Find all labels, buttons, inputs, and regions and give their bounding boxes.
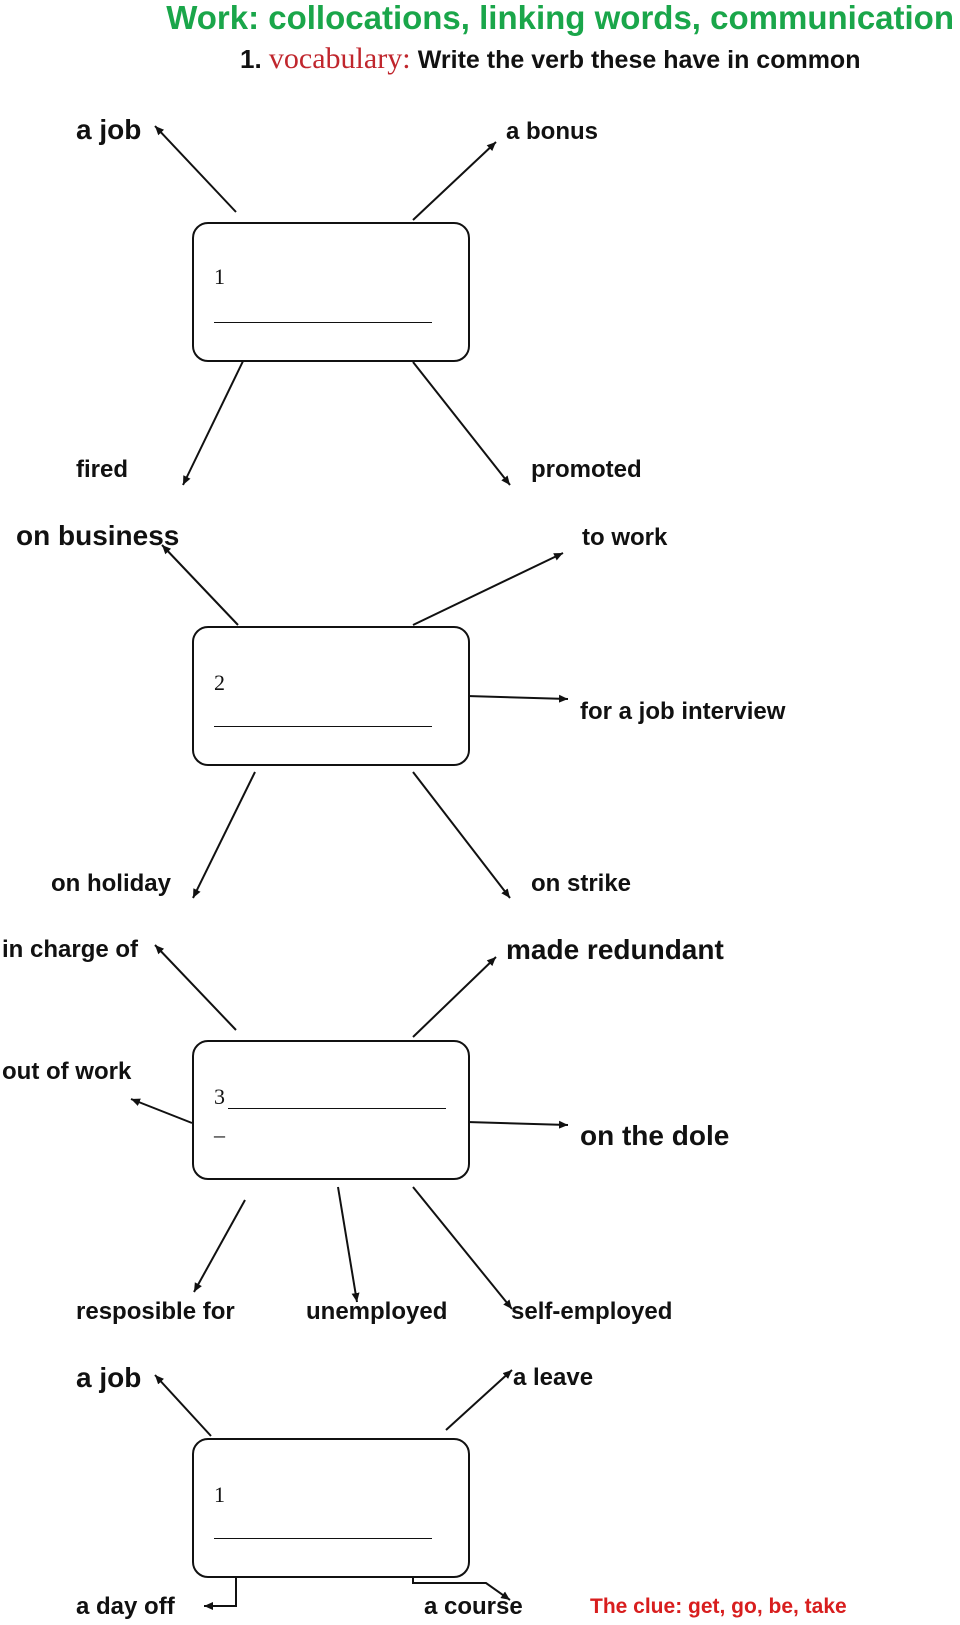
arrow-a-job-2 [154,1374,212,1437]
arrow-on-holiday [192,771,256,899]
box-1-number: 1 [214,264,225,289]
arrow-unemployed [337,1186,360,1303]
arrow-a-job [154,125,237,213]
label-on-business: on business [16,520,180,551]
label-a-job-2: a job [76,1362,142,1393]
arrow-out-of-work [130,1098,193,1124]
answer-blank-3[interactable] [228,1086,446,1109]
label-to-work: to work [582,524,668,551]
section-label: vocabulary: [268,42,411,75]
label-on-the-dole: on the dole [580,1120,730,1151]
arrow-promoted [412,361,511,486]
arrow-made-redundant [412,956,497,1038]
arrow-a-leave [445,1369,513,1431]
answer-blank-2[interactable] [214,704,432,727]
answer-blank-1[interactable] [214,300,432,323]
box-3-number: 3 [214,1084,225,1109]
arrow-in-charge-of [154,944,237,1031]
label-unemployed: unemployed [306,1298,448,1325]
answer-blank-4[interactable] [214,1516,432,1539]
label-a-bonus: a bonus [506,118,599,145]
arrow-resposible-for [193,1199,246,1293]
label-made-redundant: made redundant [506,934,724,965]
clue-text: The clue: get, go, be, take [590,1595,847,1618]
box-4-number: 1 [214,1482,225,1507]
arrow-a-day-off [204,1578,237,1610]
arrow-self-employed [412,1186,513,1310]
answer-box-1 [192,222,470,362]
instruction-text: Write the verb these have in common [417,46,861,74]
label-a-course: a course [424,1593,523,1620]
arrow-on-business [161,544,239,626]
label-for-a-job-interview: for a job interview [580,698,786,725]
instruction-line: 1. vocabulary: Write the verb these have… [240,44,860,75]
box-2-number: 2 [214,670,225,695]
arrow-for-a-job-interview [466,694,569,703]
label-on-holiday: on holiday [51,870,171,897]
answer-box-4 [192,1438,470,1578]
label-a-leave: a leave [513,1364,594,1391]
arrow-a-bonus [412,141,497,221]
answer-box-2 [192,626,470,766]
page-title: Work: collocations, linking words, commu… [166,0,954,36]
arrow-fired [182,356,246,486]
label-resposible-for: resposible for [76,1298,235,1325]
box-3-dash: – [214,1122,225,1147]
arrow-a-course [412,1578,511,1601]
arrow-on-the-dole [466,1120,569,1129]
label-promoted: promoted [531,456,642,483]
arrow-to-work [412,552,564,626]
label-on-strike: on strike [531,870,632,897]
label-a-job: a job [76,114,142,145]
label-out-of-work: out of work [2,1058,132,1085]
answer-box-3 [192,1040,470,1180]
label-a-day-off: a day off [76,1593,175,1620]
label-in-charge-of: in charge of [2,936,139,963]
exercise-number: 1. [240,44,262,74]
label-self-employed: self-employed [511,1298,673,1325]
arrow-on-strike [412,771,511,899]
label-fired: fired [76,456,129,483]
